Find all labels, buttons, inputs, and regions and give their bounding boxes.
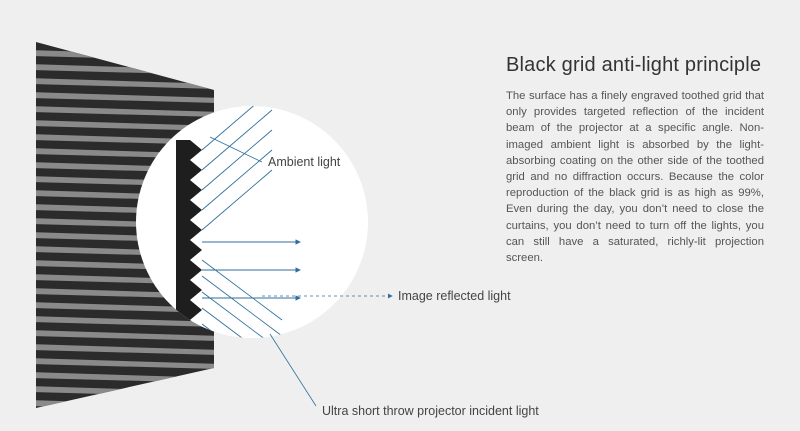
- grid-stripe: [36, 330, 214, 341]
- incident-ray: [201, 275, 283, 337]
- ambient-ray: [201, 106, 273, 151]
- ambient-callout-line: [209, 136, 263, 163]
- grid-stripe: [36, 400, 214, 408]
- ambient-light-label: Ambient light: [268, 155, 341, 169]
- page-title: Black grid anti-light principle: [506, 54, 762, 76]
- incident-light-label: Ultra short throw projector incident lig…: [322, 404, 539, 418]
- toothed-grid: [176, 140, 202, 320]
- ambient-rays: [201, 106, 273, 231]
- description-text: The surface has a finely engraved toothe…: [506, 90, 764, 265]
- grid-stripe: [36, 302, 214, 313]
- magnifier-circle: [136, 106, 368, 338]
- ambient-ray: [201, 109, 273, 171]
- incident-ray: [201, 307, 283, 338]
- grid-stripe: [36, 78, 214, 89]
- incident-callout-line: [269, 333, 317, 407]
- ambient-ray: [201, 129, 273, 191]
- incident-ray: [201, 291, 283, 338]
- grid-stripe: [36, 358, 214, 369]
- grid-stripe: [36, 92, 214, 103]
- grid-stripe: [36, 106, 214, 117]
- grid-stripe: [36, 316, 214, 327]
- magnifier: [136, 106, 368, 338]
- grid-stripe: [36, 344, 214, 355]
- reflected-rays: [202, 239, 301, 301]
- reflected-light-label: Image reflected light: [398, 289, 511, 303]
- grid-stripe: [36, 120, 214, 131]
- ambient-ray: [201, 149, 273, 211]
- ambient-ray: [201, 169, 273, 231]
